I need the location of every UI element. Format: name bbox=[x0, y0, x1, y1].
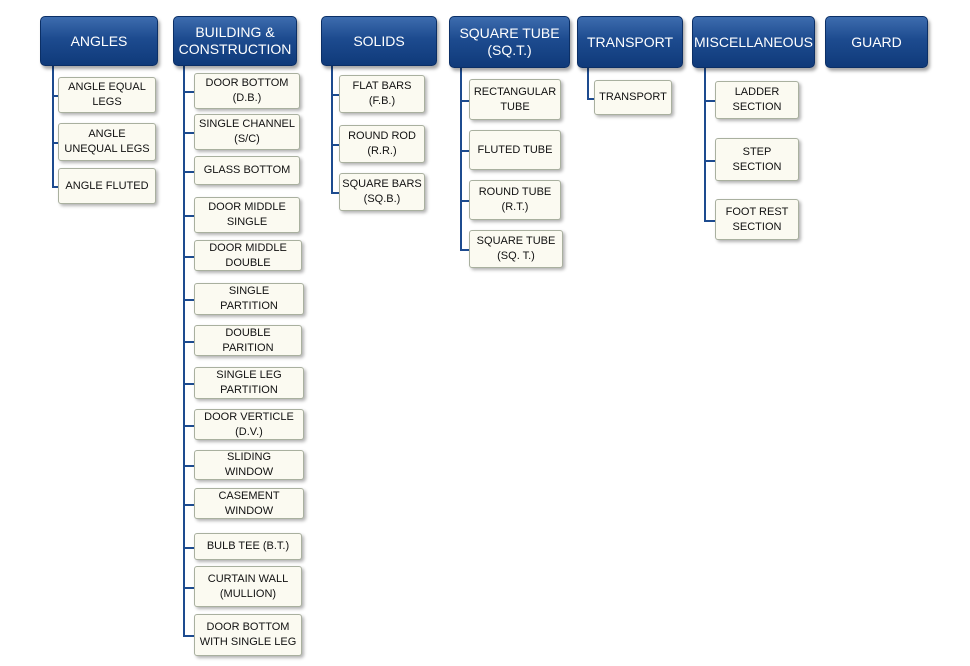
connector-line bbox=[183, 340, 194, 343]
connector-line bbox=[704, 219, 715, 222]
product-item: LADDER SECTION bbox=[715, 81, 799, 119]
connector-line bbox=[183, 170, 194, 173]
connector-line bbox=[183, 66, 185, 636]
connector-line bbox=[183, 503, 194, 506]
connector-line bbox=[460, 200, 469, 202]
product-item: SQUARE TUBE (SQ. T.) bbox=[469, 230, 563, 268]
connector-line bbox=[460, 150, 469, 152]
connector-line bbox=[331, 94, 339, 96]
connector-line bbox=[183, 215, 194, 217]
product-item: DOOR BOTTOM (D.B.) bbox=[194, 73, 300, 109]
connector-line bbox=[183, 383, 194, 385]
connector-line bbox=[183, 299, 194, 301]
product-item: FLAT BARS (F.B.) bbox=[339, 75, 425, 113]
connector-line bbox=[183, 635, 194, 637]
product-item: ROUND ROD (R.R.) bbox=[339, 125, 425, 163]
product-item: SINGLE CHANNEL (S/C) bbox=[194, 114, 300, 150]
connector-line bbox=[183, 91, 194, 93]
product-item: ANGLE FLUTED bbox=[58, 168, 156, 204]
product-item: ROUND TUBE (R.T.) bbox=[469, 180, 561, 220]
connector-line bbox=[52, 95, 58, 97]
product-item: ANGLE EQUAL LEGS bbox=[58, 77, 156, 113]
product-item: ANGLE UNEQUAL LEGS bbox=[58, 123, 156, 161]
product-item: CURTAIN WALL (MULLION) bbox=[194, 566, 302, 607]
connector-line bbox=[183, 255, 194, 258]
product-item: DOOR MIDDLE DOUBLE bbox=[194, 240, 302, 271]
connector-line bbox=[52, 186, 58, 188]
connector-line bbox=[52, 66, 54, 187]
connector-line bbox=[331, 66, 333, 193]
category-angles: ANGLES bbox=[40, 16, 158, 66]
product-item: DOOR VERTICLE (D.V.) bbox=[194, 409, 304, 440]
connector-line bbox=[704, 159, 715, 162]
connector-line bbox=[331, 144, 339, 146]
product-item: SLIDING WINDOW bbox=[194, 450, 304, 480]
connector-line bbox=[183, 132, 194, 134]
connector-line bbox=[704, 68, 706, 221]
category-square-tube-sq-t: SQUARE TUBE (SQ.T.) bbox=[449, 16, 570, 68]
category-transport: TRANSPORT bbox=[577, 16, 683, 68]
product-item: GLASS BOTTOM bbox=[194, 156, 300, 185]
connector-line bbox=[183, 465, 194, 467]
product-item: FOOT REST SECTION bbox=[715, 199, 799, 240]
connector-line bbox=[704, 100, 715, 102]
product-item: SINGLE PARTITION bbox=[194, 283, 304, 315]
connector-line bbox=[331, 192, 339, 194]
product-item: RECTANGULAR TUBE bbox=[469, 79, 561, 120]
product-item: SINGLE LEG PARTITION bbox=[194, 367, 304, 399]
product-item: CASEMENT WINDOW bbox=[194, 488, 304, 519]
category-solids: SOLIDS bbox=[321, 16, 437, 66]
product-item: SQUARE BARS (SQ.B.) bbox=[339, 173, 425, 211]
product-item: STEP SECTION bbox=[715, 138, 799, 181]
connector-line bbox=[183, 546, 194, 549]
connector-line bbox=[183, 586, 194, 589]
connector-line bbox=[587, 68, 589, 99]
product-item: DOUBLE PARITION bbox=[194, 325, 302, 356]
category-miscellaneous: MISCELLANEOUS bbox=[692, 16, 815, 68]
connector-line bbox=[460, 249, 469, 251]
connector-line bbox=[587, 97, 594, 100]
category-building-construction: BUILDING & CONSTRUCTION bbox=[173, 16, 297, 66]
product-item: BULB TEE (B.T.) bbox=[194, 533, 302, 560]
connector-line bbox=[183, 424, 194, 427]
product-item: TRANSPORT bbox=[594, 80, 672, 115]
connector-line bbox=[460, 68, 462, 250]
connector-line bbox=[52, 142, 58, 144]
product-item: DOOR MIDDLE SINGLE bbox=[194, 197, 300, 233]
category-guard: GUARD bbox=[825, 16, 928, 68]
product-item: FLUTED TUBE bbox=[469, 130, 561, 170]
connector-line bbox=[460, 99, 469, 102]
product-item: DOOR BOTTOM WITH SINGLE LEG bbox=[194, 614, 302, 656]
